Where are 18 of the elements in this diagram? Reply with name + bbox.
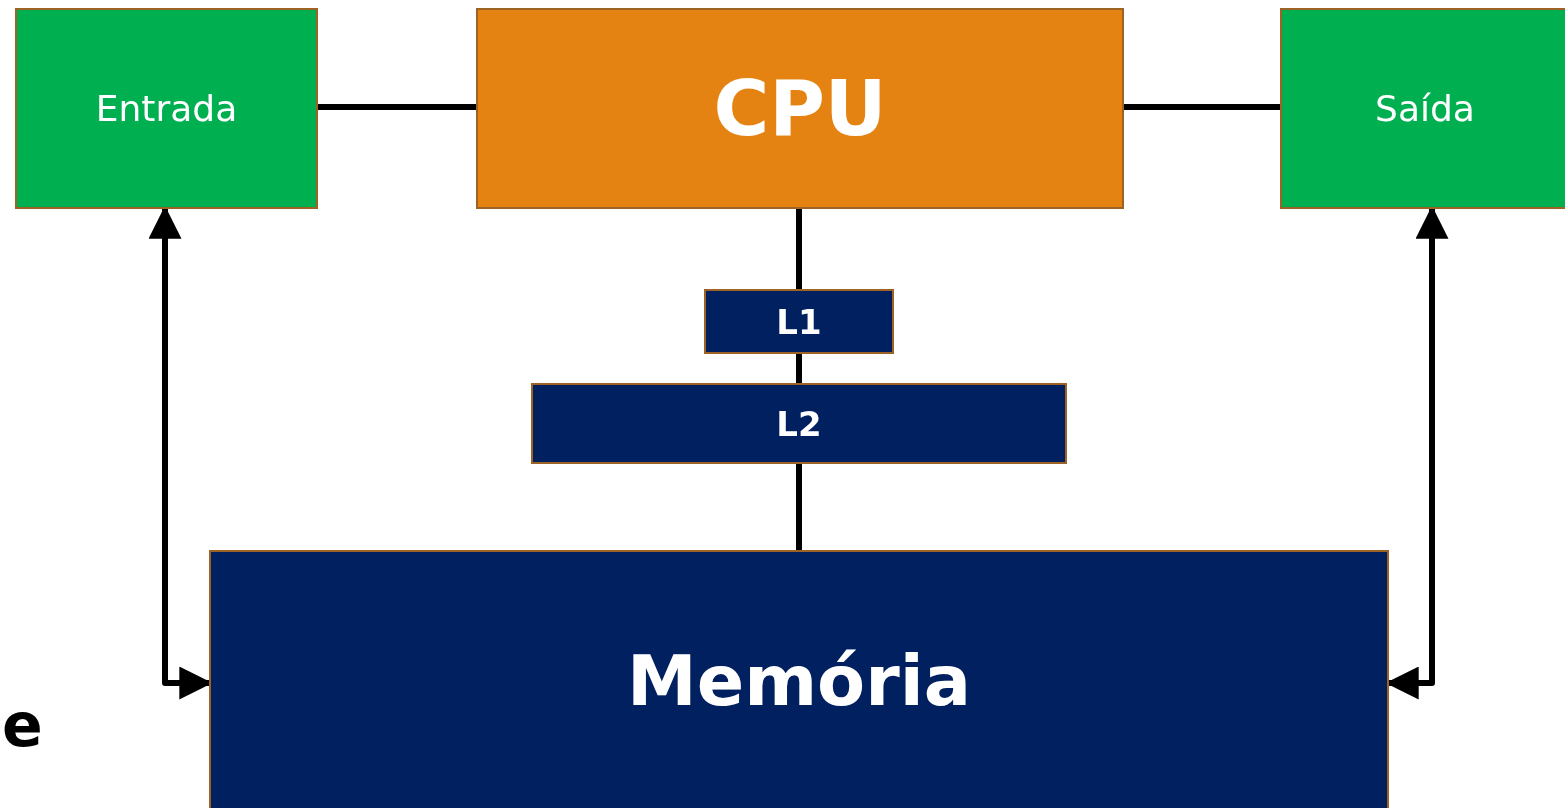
- connector-line: [1124, 104, 1280, 110]
- node-label: L2: [776, 403, 822, 444]
- memory-box: [209, 550, 1389, 808]
- node-label: L1: [776, 301, 822, 342]
- input-box: [15, 8, 318, 209]
- cache-box: [704, 289, 894, 354]
- node-label: Entrada: [95, 88, 238, 129]
- node-label: Memória: [627, 640, 971, 722]
- connector-line: [796, 464, 802, 550]
- output-box: [1280, 8, 1565, 209]
- connector-line: [796, 354, 802, 383]
- node-label: CPU: [713, 64, 887, 153]
- cache-box: [531, 383, 1067, 464]
- cpu-box: [476, 8, 1124, 209]
- node-label: Saída: [1375, 88, 1475, 129]
- connector-line: [318, 104, 476, 110]
- connector-line: [796, 209, 802, 289]
- text-fragment: e: [2, 690, 43, 760]
